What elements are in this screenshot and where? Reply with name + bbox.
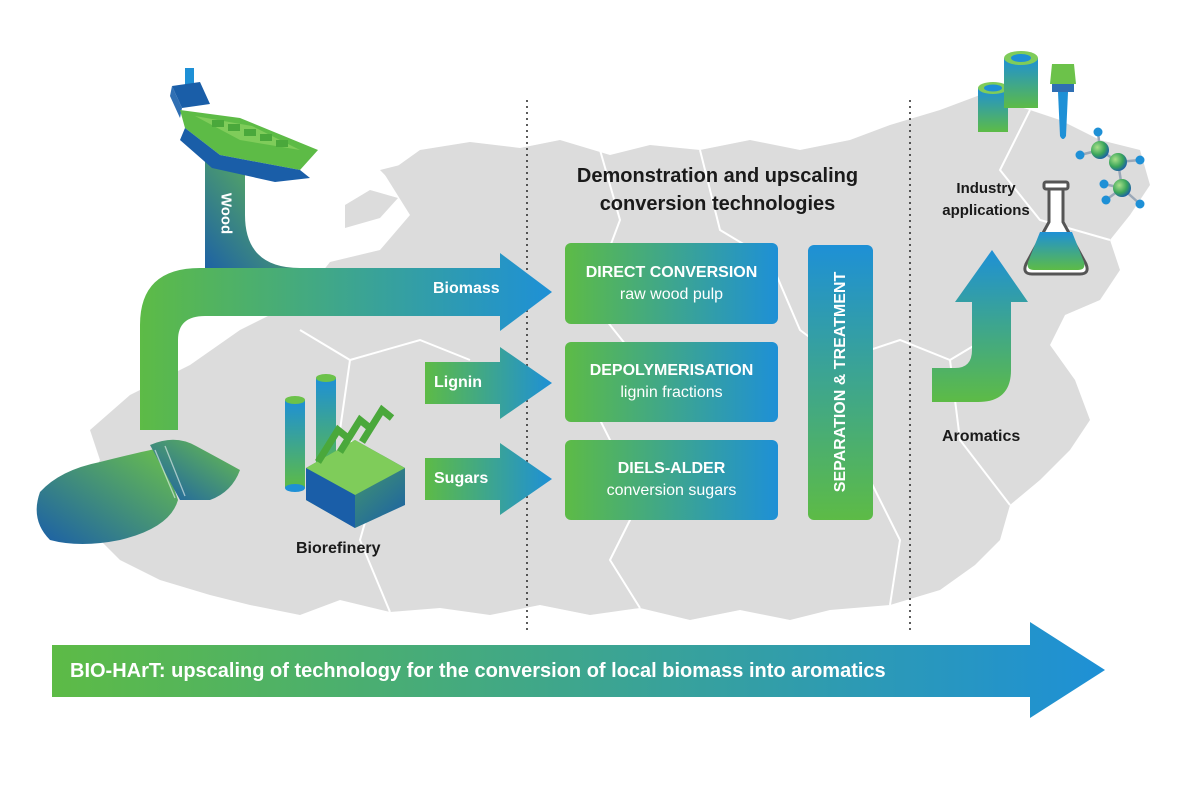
- process-title: DIELS-ALDER: [617, 460, 726, 477]
- molecule-icon: [1075, 127, 1145, 209]
- process-subtitle: raw wood pulp: [619, 285, 724, 303]
- lignin-label: Lignin: [434, 374, 482, 391]
- process-title: DIRECT CONVERSION: [585, 263, 758, 281]
- banner-text: BIO-HArT: upscaling of technology for th…: [70, 660, 886, 682]
- process-subtitle: lignin fractions: [620, 384, 723, 401]
- industry-line1: Industry: [956, 180, 1016, 197]
- paint-bucket-icon: [978, 51, 1038, 132]
- process-depolymerisation: DEPOLYMERISATION lignin fractions: [565, 342, 778, 422]
- biomass-arrow: [140, 253, 552, 430]
- aromatics-arrow: [932, 250, 1028, 402]
- process-box-direct-conversion: [565, 243, 778, 324]
- biorefinery-label: Biorefinery: [296, 540, 381, 557]
- sugars-label: Sugars: [434, 470, 489, 487]
- process-diels-alder: DIELS-ALDER conversion sugars: [565, 440, 778, 520]
- biomass-label: Biomass: [433, 280, 500, 297]
- wood-label: Wood: [217, 192, 235, 235]
- industry-applications-label: Industry applications: [926, 178, 1046, 222]
- separation-label: SEPARATION & TREATMENT: [832, 271, 849, 493]
- banner-arrow: [52, 622, 1105, 718]
- process-direct-conversion: DIRECT CONVERSION raw wood pulp: [565, 243, 778, 324]
- section-title: Demonstration and upscaling conversion t…: [520, 162, 915, 218]
- separation-box: [808, 245, 873, 520]
- sugars-arrow: [425, 443, 552, 515]
- process-box-depolymerisation: [565, 342, 778, 422]
- aromatics-label: Aromatics: [942, 428, 1021, 445]
- paintbrush-icon: [1050, 64, 1076, 139]
- industry-line2: applications: [942, 202, 1030, 219]
- section-title-line1: Demonstration and upscaling: [576, 165, 859, 187]
- farmland-icon: [36, 439, 240, 544]
- process-box-diels-alder: [565, 440, 778, 520]
- factory-icon: [285, 374, 405, 528]
- flask-icon: [1023, 180, 1089, 276]
- process-subtitle: conversion sugars: [606, 482, 737, 499]
- wood-stream: [205, 160, 300, 278]
- section-title-line2: conversion technologies: [599, 193, 836, 215]
- lignin-arrow: [425, 347, 552, 419]
- process-title: DEPOLYMERISATION: [589, 362, 754, 379]
- ship-icon: [170, 68, 318, 182]
